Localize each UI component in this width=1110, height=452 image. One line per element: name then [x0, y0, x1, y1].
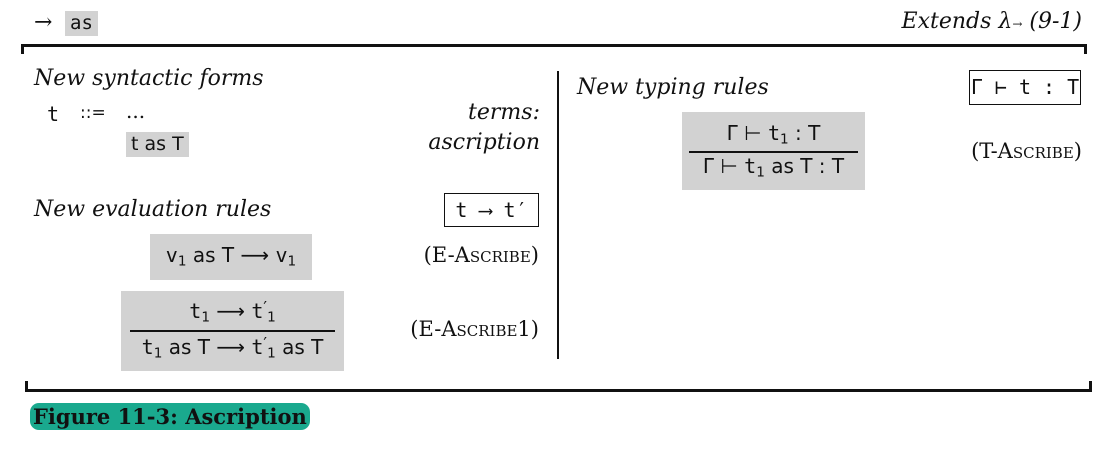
syntax-heading: New syntactic forms	[34, 66, 264, 91]
rule-e-ascribe1-concl-sub2: 1	[267, 345, 276, 362]
rule-t-ascribe-concl-end: as T : T	[764, 154, 845, 178]
rule-t-ascribe-prem-end: : T	[788, 121, 821, 145]
rule-e-ascribe-mid: as T ⟶	[186, 243, 276, 267]
extends-label: Extends λ→ (9-1)	[902, 9, 1082, 34]
syntax-dots: ...	[126, 99, 146, 123]
rule-e-ascribe1-inference-line	[130, 330, 335, 332]
rule-e-ascribe1-name-prefix: (E-	[410, 317, 442, 341]
syntax-category: terms:	[468, 100, 540, 125]
rule-e-ascribe1-prem-t2: t	[251, 299, 264, 323]
frame-top-right-tick	[1084, 44, 1087, 54]
extends-text: Extends λ	[901, 9, 1013, 34]
frame-top-left-tick	[21, 44, 24, 54]
rule-t-ascribe-name-prefix: (T-	[971, 139, 998, 163]
rule-e-ascribe1-prem-prime: ′	[263, 297, 268, 317]
rule-t-ascribe-name-sc: Ascribe	[997, 139, 1074, 163]
rule-e-ascribe-name-sc: Ascribe	[454, 243, 531, 267]
rule-t-ascribe-name-suffix: )	[1073, 139, 1082, 163]
rule-e-ascribe1-prem-sub: 1	[201, 309, 210, 326]
syntax-term-var: t	[47, 102, 60, 126]
rule-e-ascribe-name-suffix: )	[530, 243, 539, 267]
rule-e-ascribe1-name-sc: Ascribe1	[441, 317, 531, 341]
rule-t-ascribe-concl-gamma: Γ ⊢	[702, 154, 745, 178]
rule-t-ascribe-prem-gamma: Γ ⊢	[726, 121, 768, 145]
rule-e-ascribe-sub: 1	[177, 253, 187, 270]
extends-ref: (9-1)	[1029, 9, 1082, 34]
rule-e-ascribe-v2: v	[275, 243, 288, 267]
rule-e-ascribe1-name: (E-Ascribe1)	[410, 317, 539, 341]
frame-bottom-right-tick	[1089, 381, 1092, 392]
eval-judgment-box: t ⟶ t′	[444, 193, 539, 227]
rule-t-ascribe-conclusion: Γ ⊢ t1 as T : T	[682, 154, 865, 181]
rule-t-ascribe-inference-line	[689, 151, 858, 153]
rule-t-ascribe-name: (T-Ascribe)	[971, 139, 1082, 163]
rule-e-ascribe1-premise: t1 ⟶ t′1	[121, 297, 344, 326]
rule-t-ascribe-prem-sub: 1	[780, 131, 789, 148]
syntax-ascription-form: t as T	[126, 132, 189, 157]
rule-e-ascribe: v1 as T ⟶ v1	[150, 234, 312, 280]
rule-e-ascribe1-name-suffix: )	[530, 317, 539, 341]
rule-e-ascribe1: t1 ⟶ t′1 t1 as T ⟶ t′1 as T	[121, 291, 344, 371]
frame-bottom-left-tick	[25, 381, 28, 392]
rule-e-ascribe1-concl-prime: ′	[263, 333, 268, 353]
figure-caption: Figure 11-3: Ascription	[30, 403, 310, 430]
frame-top-rule	[21, 44, 1087, 47]
frame-bottom-rule	[25, 389, 1092, 392]
rule-e-ascribe1-prem-sub2: 1	[267, 309, 276, 326]
rule-t-ascribe-concl-sub: 1	[756, 164, 765, 181]
rule-e-ascribe1-concl-t2: t	[251, 335, 264, 359]
rule-e-ascribe1-prem-t: t	[189, 299, 202, 323]
rule-e-ascribe-v: v	[165, 243, 178, 267]
rule-t-ascribe-premise: Γ ⊢ t1 : T	[682, 121, 865, 148]
typing-judgment-box: Γ ⊢ t : T	[969, 70, 1081, 105]
rule-e-ascribe-name-prefix: (E-	[423, 243, 455, 267]
rule-e-ascribe-name: (E-Ascribe)	[424, 243, 539, 267]
rule-e-ascribe-sub2: 1	[287, 253, 297, 270]
rule-e-ascribe1-conclusion: t1 as T ⟶ t′1 as T	[121, 333, 344, 362]
syntax-ascription-label: ascription	[428, 130, 540, 155]
extends-arrow: →	[1012, 17, 1023, 31]
rule-e-ascribe1-concl-t: t	[141, 335, 154, 359]
rule-e-ascribe1-concl-sub: 1	[153, 345, 163, 362]
rule-t-ascribe: Γ ⊢ t1 : T Γ ⊢ t1 as T : T	[682, 112, 865, 190]
rule-t-ascribe-concl-t: t	[744, 154, 757, 178]
syntax-def-symbol: ::=	[80, 103, 106, 123]
column-divider	[557, 71, 559, 359]
header-keyword: as	[65, 11, 98, 36]
rule-e-ascribe-body: v1 as T ⟶ v1	[150, 243, 312, 270]
header-arrow: →	[34, 10, 53, 35]
rule-e-ascribe1-concl-end: as T	[275, 335, 324, 359]
rule-e-ascribe1-concl-mid: as T ⟶	[162, 335, 252, 359]
eval-heading: New evaluation rules	[34, 197, 272, 222]
rule-t-ascribe-prem-t: t	[767, 121, 780, 145]
rule-e-ascribe1-prem-arrow: ⟶	[209, 299, 252, 323]
typing-heading: New typing rules	[577, 75, 769, 100]
